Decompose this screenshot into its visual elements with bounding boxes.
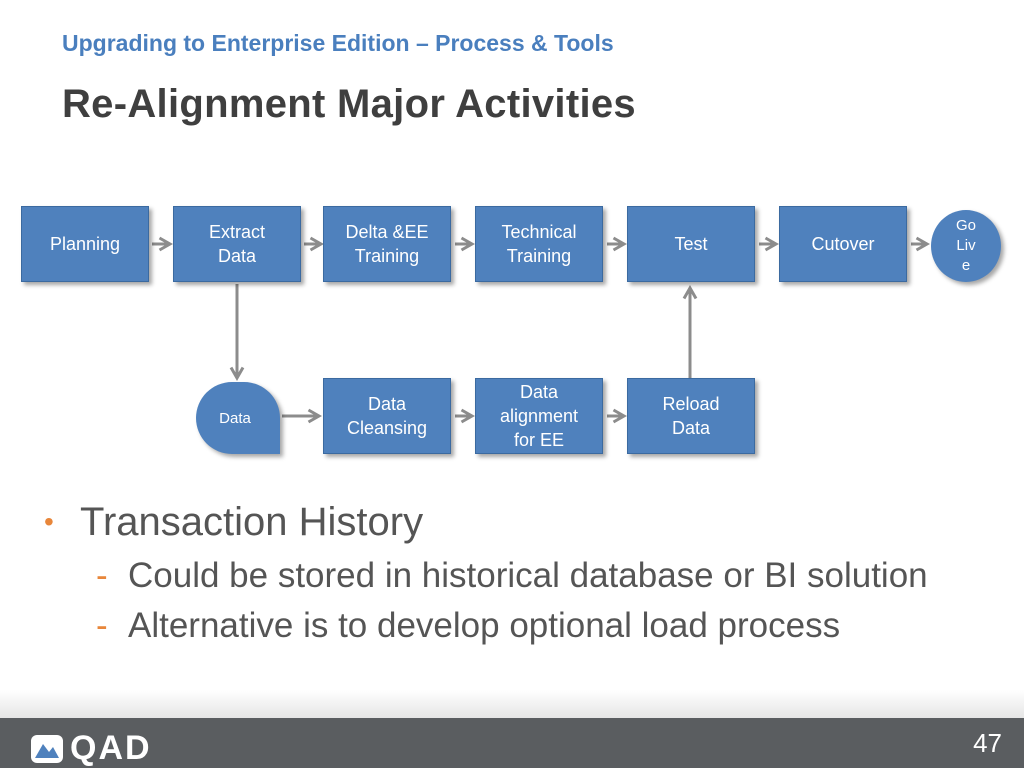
sub-bullet-text: Could be stored in historical database o… bbox=[128, 556, 928, 595]
bullet-item: • Transaction History bbox=[44, 496, 984, 548]
footer-fade bbox=[0, 690, 1024, 718]
bullet-list: • Transaction History - Could be stored … bbox=[44, 496, 984, 648]
step-technical-training: Technical Training bbox=[475, 206, 603, 282]
step-data-cleansing: Data Cleansing bbox=[323, 378, 451, 454]
page-number: 47 bbox=[973, 728, 1002, 758]
sub-bullet-item: - Alternative is to develop optional loa… bbox=[44, 604, 984, 648]
dash-icon: - bbox=[96, 606, 108, 645]
bullet-dot-icon: • bbox=[44, 506, 54, 537]
qad-logo-icon bbox=[31, 734, 63, 763]
step-planning: Planning bbox=[21, 206, 149, 282]
step-test: Test bbox=[627, 206, 755, 282]
step-delta-ee-training: Delta &EE Training bbox=[323, 206, 451, 282]
logo-text: QAD bbox=[70, 729, 152, 767]
bullet-text: Transaction History bbox=[80, 500, 424, 544]
dash-icon: - bbox=[96, 556, 108, 595]
sub-bullet-text: Alternative is to develop optional load … bbox=[128, 606, 841, 645]
data-node: Data bbox=[196, 382, 280, 454]
footer-logo: QAD bbox=[30, 729, 152, 768]
step-extract-data: Extract Data bbox=[173, 206, 301, 282]
step-data-alignment: Data alignment for EE bbox=[475, 378, 603, 454]
step-go-live: Go Liv e bbox=[931, 210, 1001, 282]
slide-title: Re-Alignment Major Activities bbox=[62, 82, 636, 126]
step-reload-data: Reload Data bbox=[627, 378, 755, 454]
sub-bullet-item: - Could be stored in historical database… bbox=[44, 554, 984, 598]
step-cutover: Cutover bbox=[779, 206, 907, 282]
slide-subtitle: Upgrading to Enterprise Edition – Proces… bbox=[62, 30, 614, 56]
footer-bar bbox=[0, 718, 1024, 768]
